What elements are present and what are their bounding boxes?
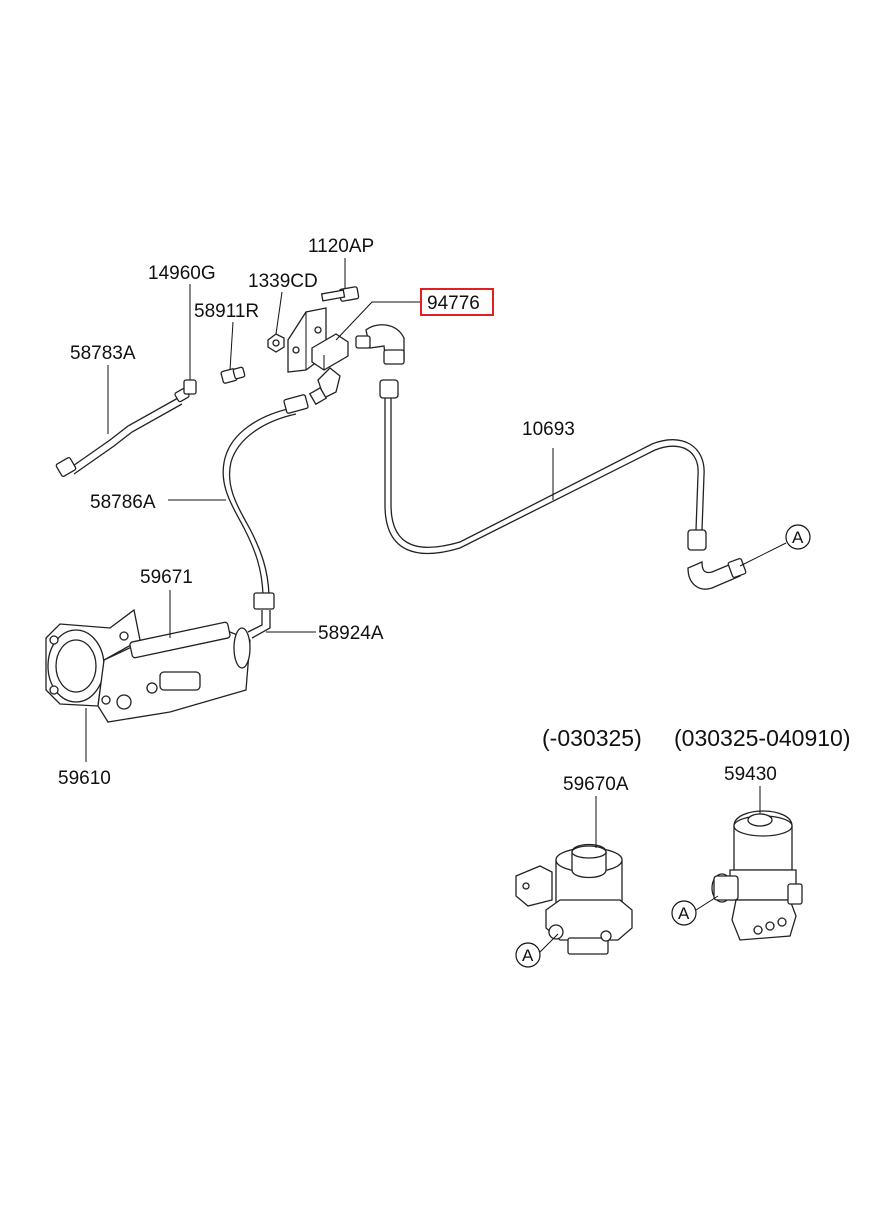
svg-text:A: A	[678, 904, 690, 923]
label-1120ap: 1120AP	[308, 236, 374, 257]
label-94776[interactable]: 94776	[427, 293, 480, 314]
label-58911r: 58911R	[194, 301, 259, 322]
label-58786a: 58786A	[90, 492, 156, 513]
clip-14960g[interactable]	[183, 379, 197, 395]
brake-line-58786a[interactable]	[222, 394, 309, 639]
connector-callout-a-2: A	[515, 942, 541, 968]
label-58783a: 58783A	[70, 343, 136, 364]
label-59430: 59430	[724, 764, 777, 785]
label-14960g: 14960G	[148, 263, 216, 284]
variant-right-range: (030325-040910)	[674, 725, 850, 751]
solenoid-valve-59670a[interactable]	[515, 843, 633, 955]
elbow-fitting-94776[interactable]	[355, 324, 405, 365]
label-59670a: 59670A	[563, 774, 629, 795]
bleeder-fitting-58911r[interactable]	[220, 366, 246, 384]
elbow-fitting-a[interactable]	[687, 558, 747, 590]
nut-icon[interactable]	[267, 333, 285, 353]
hose-58783a[interactable]	[55, 387, 190, 477]
solenoid-valve-59430[interactable]	[711, 810, 803, 941]
label-58924a: 58924A	[318, 623, 384, 644]
bolt-icon[interactable]	[320, 286, 360, 302]
connector-callout-a-1: A	[785, 524, 811, 550]
master-cylinder-icon[interactable]	[45, 608, 251, 723]
label-59610: 59610	[58, 768, 111, 789]
label-10693: 10693	[522, 419, 575, 440]
elbow-fitting-icon[interactable]	[308, 367, 341, 406]
highlight-box	[420, 288, 494, 316]
label-59671: 59671	[140, 567, 193, 588]
connector-callout-a-3: A	[671, 900, 697, 926]
label-1339cd: 1339CD	[248, 271, 318, 292]
variant-left-range: (-030325)	[542, 725, 642, 751]
brake-line-10693[interactable]	[379, 379, 707, 555]
union-fitting-94776[interactable]	[311, 333, 349, 371]
leader-lines	[85, 258, 787, 953]
svg-text:A: A	[522, 946, 534, 965]
svg-text:A: A	[792, 528, 804, 547]
